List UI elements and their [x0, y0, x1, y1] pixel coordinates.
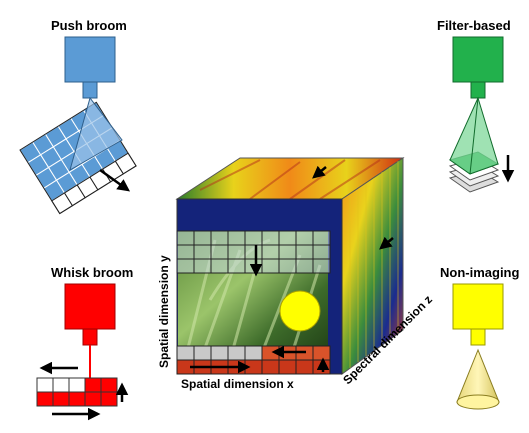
whisk-broom-sensor-lens [82, 328, 98, 346]
filter-pyramid-edge [469, 97, 479, 175]
spatial-x-label: Spatial dimension x [181, 377, 294, 391]
non-imaging-sensor-body [452, 283, 504, 330]
cube-non-imaging-spot [279, 290, 321, 332]
non-imaging-cone-base [456, 394, 500, 410]
cube-scan-row-top [176, 230, 331, 274]
hyperspectral-cube [175, 157, 405, 375]
push-broom-label: Push broom [51, 18, 127, 33]
whisk-broom-ground-grid [36, 377, 118, 407]
push-broom-sensor-body [64, 36, 116, 83]
push-broom-fov-fan [69, 96, 123, 172]
push-broom-scan-arrow [99, 168, 131, 192]
push-broom-sensor-lens [82, 81, 98, 99]
non-imaging-fov-cone [456, 348, 500, 403]
filter-sensor-body [452, 36, 504, 83]
cube-filter-arrow-side [379, 236, 394, 250]
spatial-y-label: Spatial dimension y [157, 255, 171, 368]
non-imaging-sensor-lens [470, 328, 486, 346]
filter-based-label: Filter-based [437, 18, 511, 33]
cube-scan-row-bottom [176, 345, 331, 375]
non-imaging-label: Non-imaging [440, 265, 519, 280]
whisk-broom-label: Whisk broom [51, 265, 133, 280]
cube-top-texture [199, 159, 381, 200]
filter-sensor-lens [470, 81, 486, 99]
whisk-broom-sensor-body [64, 283, 116, 330]
cube-side-layers [349, 161, 399, 368]
cube-filter-arrow-top [312, 165, 327, 179]
